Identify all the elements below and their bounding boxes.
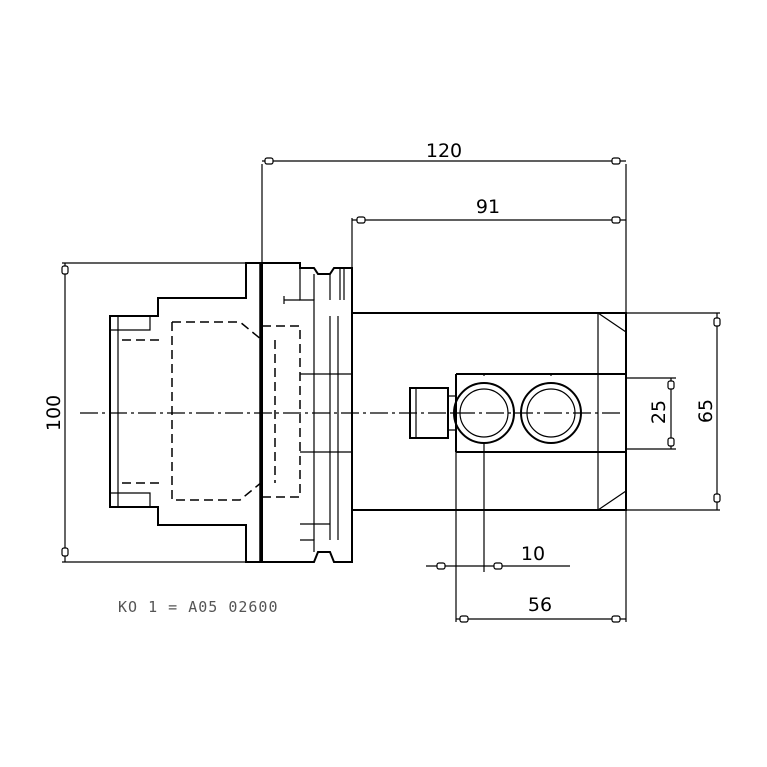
dim-65-label: 65 (695, 399, 717, 423)
dimension-10: 10 (426, 443, 570, 622)
dimension-100: 100 (43, 262, 262, 563)
tool-body (352, 312, 627, 511)
dimension-91: 91 (351, 196, 626, 268)
part-note: KO 1 = A05 02600 (118, 598, 279, 616)
dim-10-label: 10 (521, 543, 545, 565)
collar-outline (262, 262, 353, 563)
dim-100-label: 100 (43, 395, 65, 431)
dimension-65: 65 (626, 312, 721, 511)
dim-120-label: 120 (426, 140, 462, 162)
dim-56-label: 56 (528, 594, 552, 616)
dim-91-label: 91 (476, 196, 500, 218)
dimension-56: 56 (456, 510, 627, 623)
dimension-120: 120 (261, 140, 627, 312)
dim-25-label: 25 (648, 400, 670, 424)
shank-outline (109, 262, 301, 563)
dimension-25: 25 (626, 377, 676, 450)
